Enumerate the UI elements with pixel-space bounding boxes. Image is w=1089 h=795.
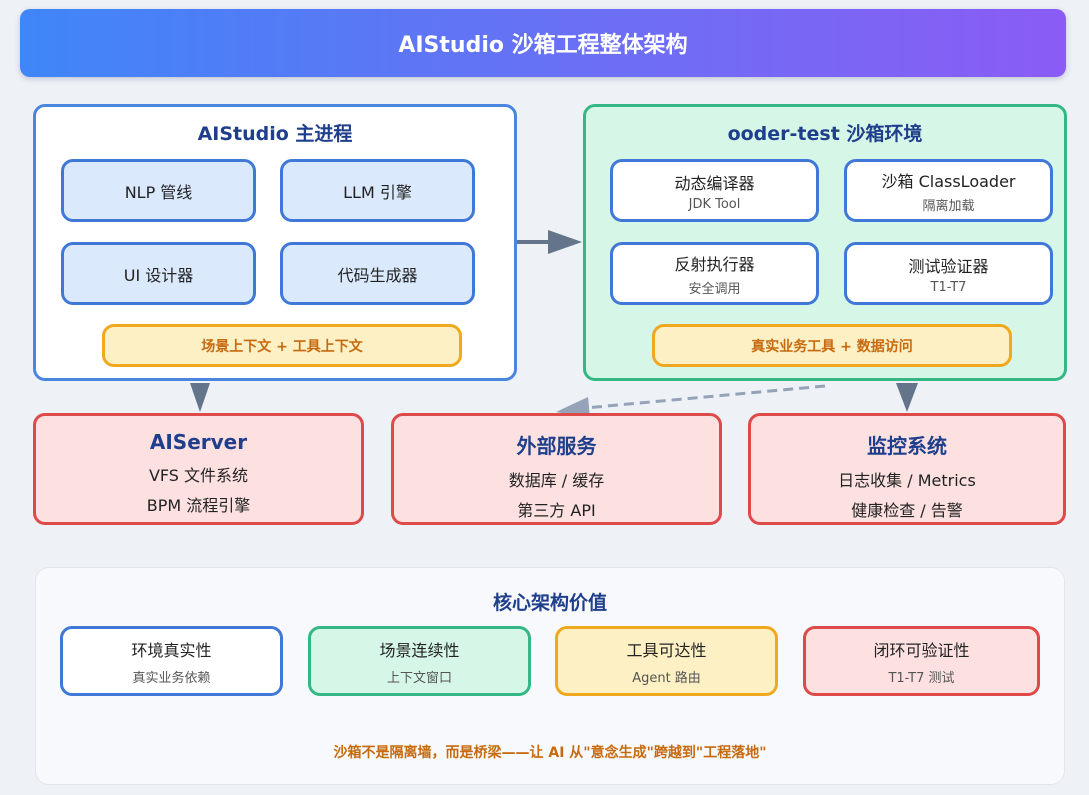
arrow-sandbox-to-monitoring: [896, 383, 918, 412]
footer-tagline: 沙箱不是隔离墙，而是桥梁——让 AI 从"意念生成"跨越到"工程落地": [333, 745, 767, 761]
main-process-title: AIStudio 主进程: [197, 123, 353, 145]
value-title: 场景连续性: [379, 640, 460, 660]
sandbox-module-classloader: 沙箱 ClassLoader 隔离加载: [844, 159, 1053, 222]
service-line: VFS 文件系统: [148, 466, 249, 485]
value-title: 工具可达性: [626, 640, 707, 660]
service-line: 健康检查 / 告警: [851, 501, 963, 520]
access-label: 真实业务工具 + 数据访问: [652, 324, 1012, 367]
module-detail: 隔离加载: [922, 198, 975, 214]
value-subtitle: 上下文窗口: [386, 670, 452, 686]
value-title: 闭环可验证性: [873, 640, 970, 660]
module-detail: T1-T7: [930, 279, 967, 295]
value-subtitle: 真实业务依赖: [132, 670, 211, 686]
service-line: BPM 流程引擎: [146, 496, 251, 515]
module-name: 测试验证器: [908, 256, 989, 276]
value-card-authenticity: 环境真实性 真实业务依赖: [60, 626, 283, 696]
value-title: 环境真实性: [131, 640, 212, 660]
value-subtitle: T1-T7 测试: [888, 670, 955, 686]
service-title: AIServer: [149, 430, 248, 454]
module-detail: JDK Tool: [688, 196, 741, 212]
sandbox-module-reflector: 反射执行器 安全调用: [610, 242, 819, 305]
module-name: 动态编译器: [674, 173, 755, 193]
value-card-verifiability: 闭环可验证性 T1-T7 测试: [803, 626, 1040, 696]
service-title: 外部服务: [516, 434, 597, 458]
arrow-main-to-aiserver: [190, 383, 210, 412]
service-title: 监控系统: [867, 434, 947, 458]
module-detail: 安全调用: [688, 281, 741, 297]
module-name: 沙箱 ClassLoader: [881, 171, 1016, 191]
page-title: AIStudio 沙箱工程整体架构: [20, 9, 1066, 77]
service-aiserver: AIServer VFS 文件系统 BPM 流程引擎: [33, 413, 364, 525]
module-llm: LLM 引擎: [280, 159, 475, 222]
arrow-main-to-sandbox: [517, 230, 582, 254]
sandbox-module-validator: 测试验证器 T1-T7: [844, 242, 1053, 305]
value-card-reachability: 工具可达性 Agent 路由: [555, 626, 778, 696]
context-label: 场景上下文 + 工具上下文: [102, 324, 462, 367]
arrow-sandbox-to-external-dashed: [556, 384, 826, 418]
sandbox-title: ooder-test 沙箱环境: [727, 123, 923, 145]
module-name: 反射执行器: [674, 254, 755, 274]
value-card-continuity: 场景连续性 上下文窗口: [308, 626, 531, 696]
module-code-generator: 代码生成器: [280, 242, 475, 305]
service-external: 外部服务 数据库 / 缓存 第三方 API: [391, 413, 722, 525]
core-values-title: 核心架构价值: [492, 592, 607, 614]
service-line: 第三方 API: [517, 501, 596, 520]
module-nlp: NLP 管线: [61, 159, 256, 222]
service-line: 日志收集 / Metrics: [838, 471, 976, 490]
service-monitoring: 监控系统 日志收集 / Metrics 健康检查 / 告警: [748, 413, 1066, 525]
service-line: 数据库 / 缓存: [508, 471, 605, 490]
value-subtitle: Agent 路由: [632, 670, 701, 686]
module-ui-designer: UI 设计器: [61, 242, 256, 305]
sandbox-module-compiler: 动态编译器 JDK Tool: [610, 159, 819, 222]
